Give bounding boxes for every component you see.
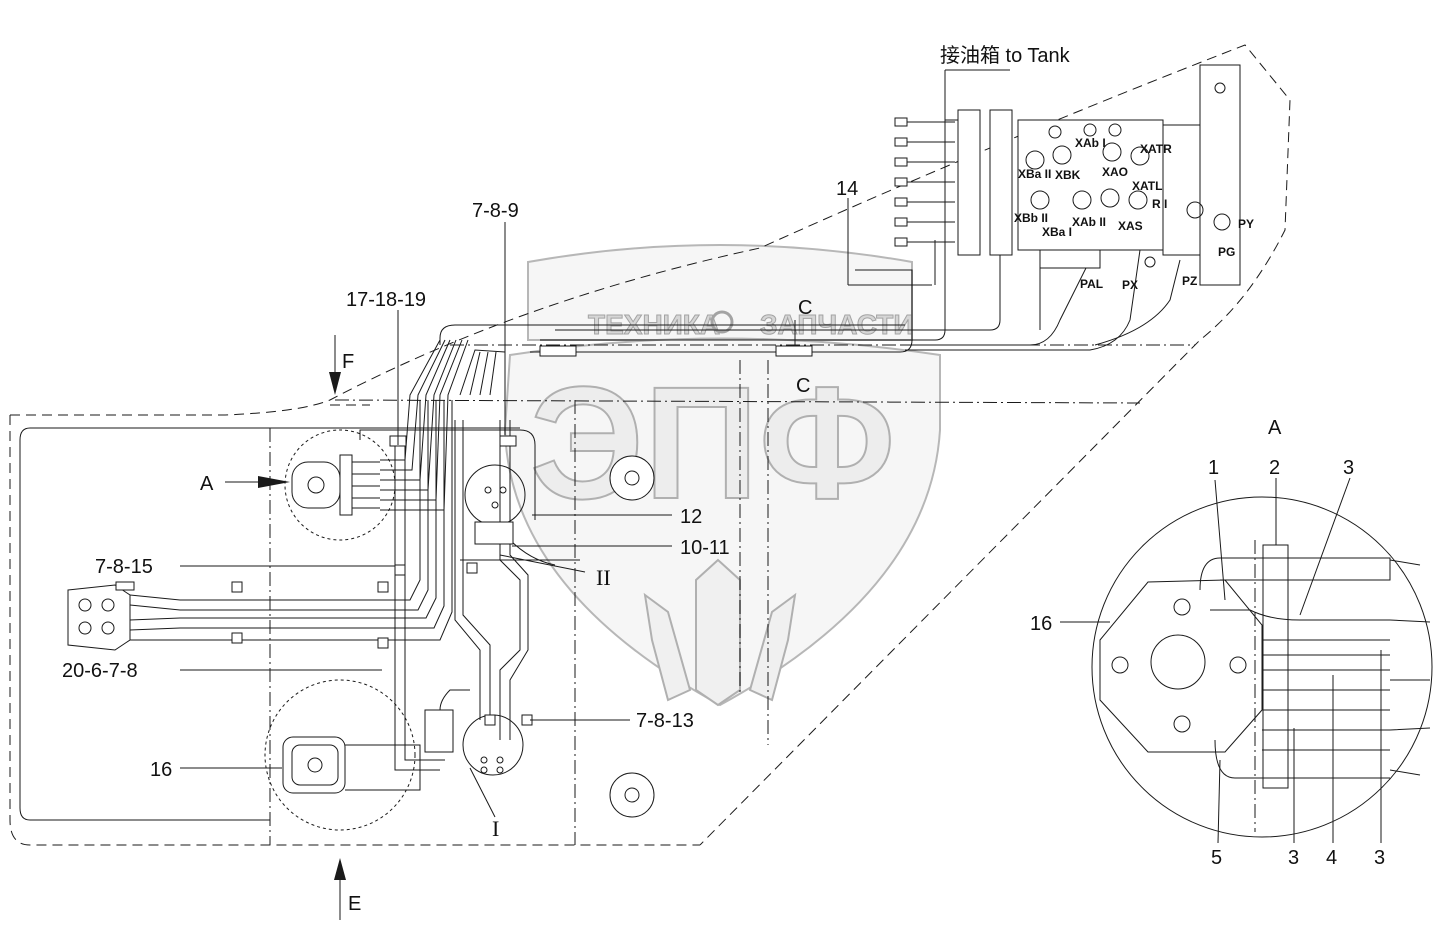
detail-marker-i: I — [492, 816, 499, 841]
port-xatr: XATR — [1140, 142, 1172, 156]
port-xab1: XAb I — [1075, 136, 1106, 150]
detail-a-label-3-b1: 3 — [1288, 847, 1299, 869]
port-xbb2: XBb II — [1014, 211, 1048, 225]
callout-14: 14 — [836, 178, 858, 200]
components — [67, 64, 1433, 838]
watermark-brand-main: ЭПФ — [530, 353, 895, 532]
callout-10-11: 10-11 — [680, 537, 730, 559]
port-px: PX — [1122, 278, 1138, 292]
section-marker-c-lower: C — [796, 375, 810, 397]
view-marker-a: A — [200, 473, 214, 495]
callout-7-8-9: 7-8-9 — [472, 200, 519, 222]
detail-marker-ii: II — [596, 565, 611, 590]
port-xas: XAS — [1118, 219, 1143, 233]
view-marker-f: F — [342, 351, 354, 373]
detail-a-label-3-b2: 3 — [1374, 847, 1385, 869]
port-pal: PAL — [1080, 277, 1103, 291]
port-xbk: XBK — [1055, 168, 1081, 182]
detail-a-title: A — [1268, 417, 1282, 439]
port-xba1: XBa I — [1042, 225, 1072, 239]
port-pz: PZ — [1182, 274, 1197, 288]
machine-outline — [9, 44, 1291, 846]
detail-a-label-5: 5 — [1211, 847, 1222, 869]
port-xatl: XATL — [1132, 179, 1162, 193]
detail-a-label-4: 4 — [1326, 847, 1337, 869]
watermark-logo: ТЕХНИКА ЗАПЧАСТИ ЭПФ — [503, 244, 941, 707]
port-r1: R I — [1152, 197, 1167, 211]
port-xba2: XBa II — [1018, 167, 1051, 181]
hydraulic-pipes — [129, 119, 1181, 771]
port-pg: PG — [1218, 245, 1235, 259]
callout-16: 16 — [150, 759, 172, 781]
view-marker-e: E — [348, 893, 361, 915]
port-xab2: XAb II — [1072, 215, 1106, 229]
section-marker-c-upper: C — [798, 297, 812, 319]
leader-lines — [180, 69, 1382, 920]
detail-a-label-16: 16 — [1030, 613, 1052, 635]
callout-20-6-7-8: 20-6-7-8 — [62, 660, 138, 682]
port-xao: XAO — [1102, 165, 1128, 179]
wheat-icon — [643, 558, 797, 707]
callout-17-18-19: 17-18-19 — [346, 289, 426, 311]
labels: 接油箱 to Tank 7-8-9 17-18-19 14 12 10-11 7… — [62, 44, 1385, 915]
detail-a-label-1: 1 — [1208, 457, 1219, 479]
tank-label: 接油箱 to Tank — [940, 44, 1071, 67]
port-py: PY — [1238, 217, 1254, 231]
detail-a-label-2: 2 — [1269, 457, 1280, 479]
callout-7-8-15: 7-8-15 — [95, 556, 153, 578]
gear-icon — [710, 310, 734, 334]
callout-7-8-13: 7-8-13 — [636, 710, 694, 732]
callout-12: 12 — [680, 506, 702, 528]
detail-a-label-3-top: 3 — [1343, 457, 1354, 479]
